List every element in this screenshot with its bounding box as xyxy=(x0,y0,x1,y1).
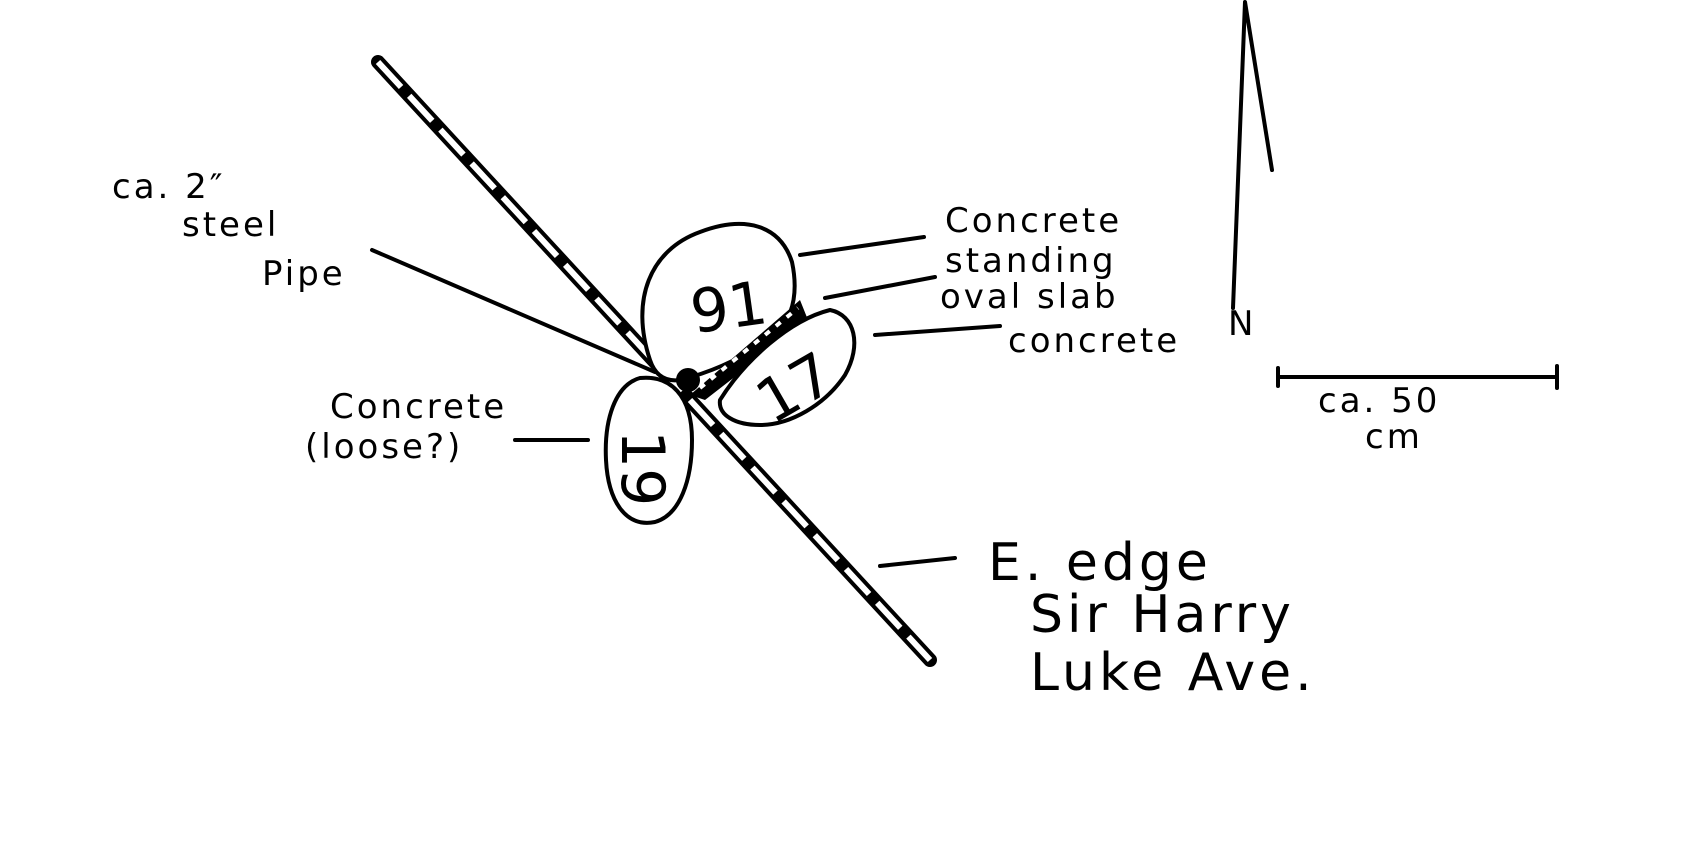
stone-19: 19 xyxy=(603,375,694,525)
svg-text:Luke Ave.: Luke Ave. xyxy=(1030,643,1316,703)
concrete-right-label: concrete xyxy=(1008,321,1180,361)
svg-text:ca. 2″: ca. 2″ xyxy=(112,167,225,207)
svg-text:E. edge: E. edge xyxy=(988,533,1212,593)
svg-text:Pipe: Pipe xyxy=(262,254,346,294)
north-arrow-icon: N xyxy=(1228,0,1274,344)
road-label: E. edge Sir Harry Luke Ave. xyxy=(988,533,1316,703)
svg-text:Sir Harry: Sir Harry xyxy=(1030,585,1295,645)
scale-bar: ca. 50 cm xyxy=(1276,364,1559,457)
stone-number-91: 91 xyxy=(686,268,771,348)
svg-text:oval slab: oval slab xyxy=(940,277,1119,317)
steel-pipe-marker xyxy=(676,368,700,392)
leader-lines xyxy=(370,235,1002,568)
concrete-loose-label: Concrete (loose?) xyxy=(305,387,507,467)
concrete-slab-label: Concrete standing oval slab xyxy=(940,201,1122,317)
stone-number-19: 19 xyxy=(607,430,677,506)
svg-text:Concrete: Concrete xyxy=(945,201,1122,241)
svg-text:ca. 50: ca. 50 xyxy=(1318,381,1440,421)
svg-text:steel: steel xyxy=(182,205,279,245)
steel-pipe-label: ca. 2″ steel Pipe xyxy=(112,167,346,294)
svg-text:cm: cm xyxy=(1365,417,1423,457)
svg-text:(loose?): (loose?) xyxy=(305,427,463,467)
svg-text:standing: standing xyxy=(945,241,1117,281)
north-label: N xyxy=(1228,304,1256,344)
svg-text:Concrete: Concrete xyxy=(330,387,507,427)
standing-oval-slab xyxy=(690,300,808,400)
